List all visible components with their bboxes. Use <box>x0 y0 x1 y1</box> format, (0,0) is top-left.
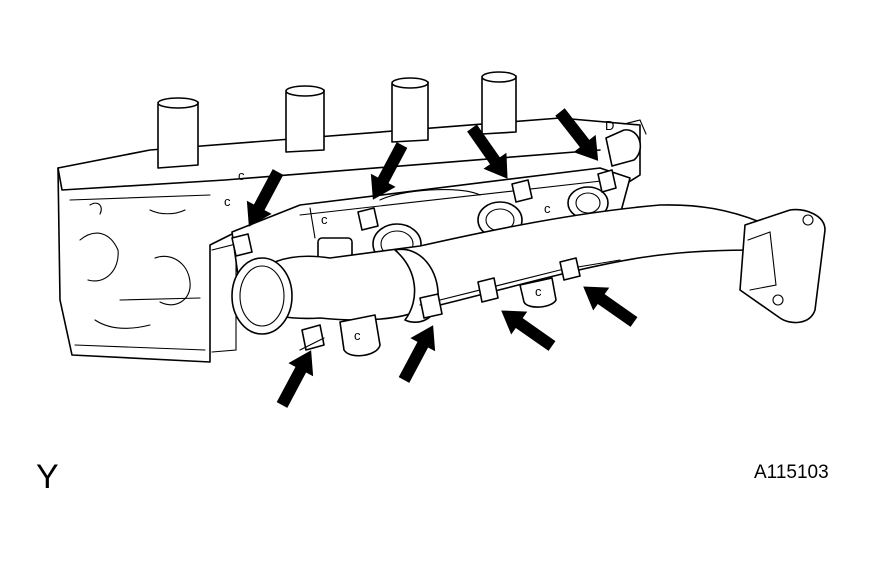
nuts-upper: D <box>231 118 647 257</box>
lower-brackets <box>299 257 581 357</box>
camshaft-posts <box>157 71 517 169</box>
label-bracket-right: c <box>535 284 542 299</box>
arrow-6 <box>398 325 436 383</box>
arrow-2 <box>370 142 408 200</box>
arrow-7 <box>501 310 556 351</box>
bolt-arrows <box>246 108 638 408</box>
arrow-8 <box>583 286 638 327</box>
arrow-3 <box>467 124 508 179</box>
arrow-1 <box>246 169 284 227</box>
exhaust-pipe <box>231 204 771 335</box>
label-bracket-lower: c <box>354 328 361 343</box>
outlet-flange <box>739 208 826 324</box>
label-manifold-left: c <box>321 212 328 227</box>
label-head-top: c <box>238 168 245 183</box>
label-manifold-center: c <box>544 201 551 216</box>
label-head-left: c <box>224 194 231 209</box>
view-letter: Y <box>36 458 59 496</box>
svg-text:D: D <box>605 118 614 133</box>
arrow-5 <box>276 350 314 408</box>
arrow-4 <box>555 108 599 161</box>
part-letters: c c c c c c <box>224 168 551 343</box>
figure-code: A115103 <box>754 462 829 483</box>
